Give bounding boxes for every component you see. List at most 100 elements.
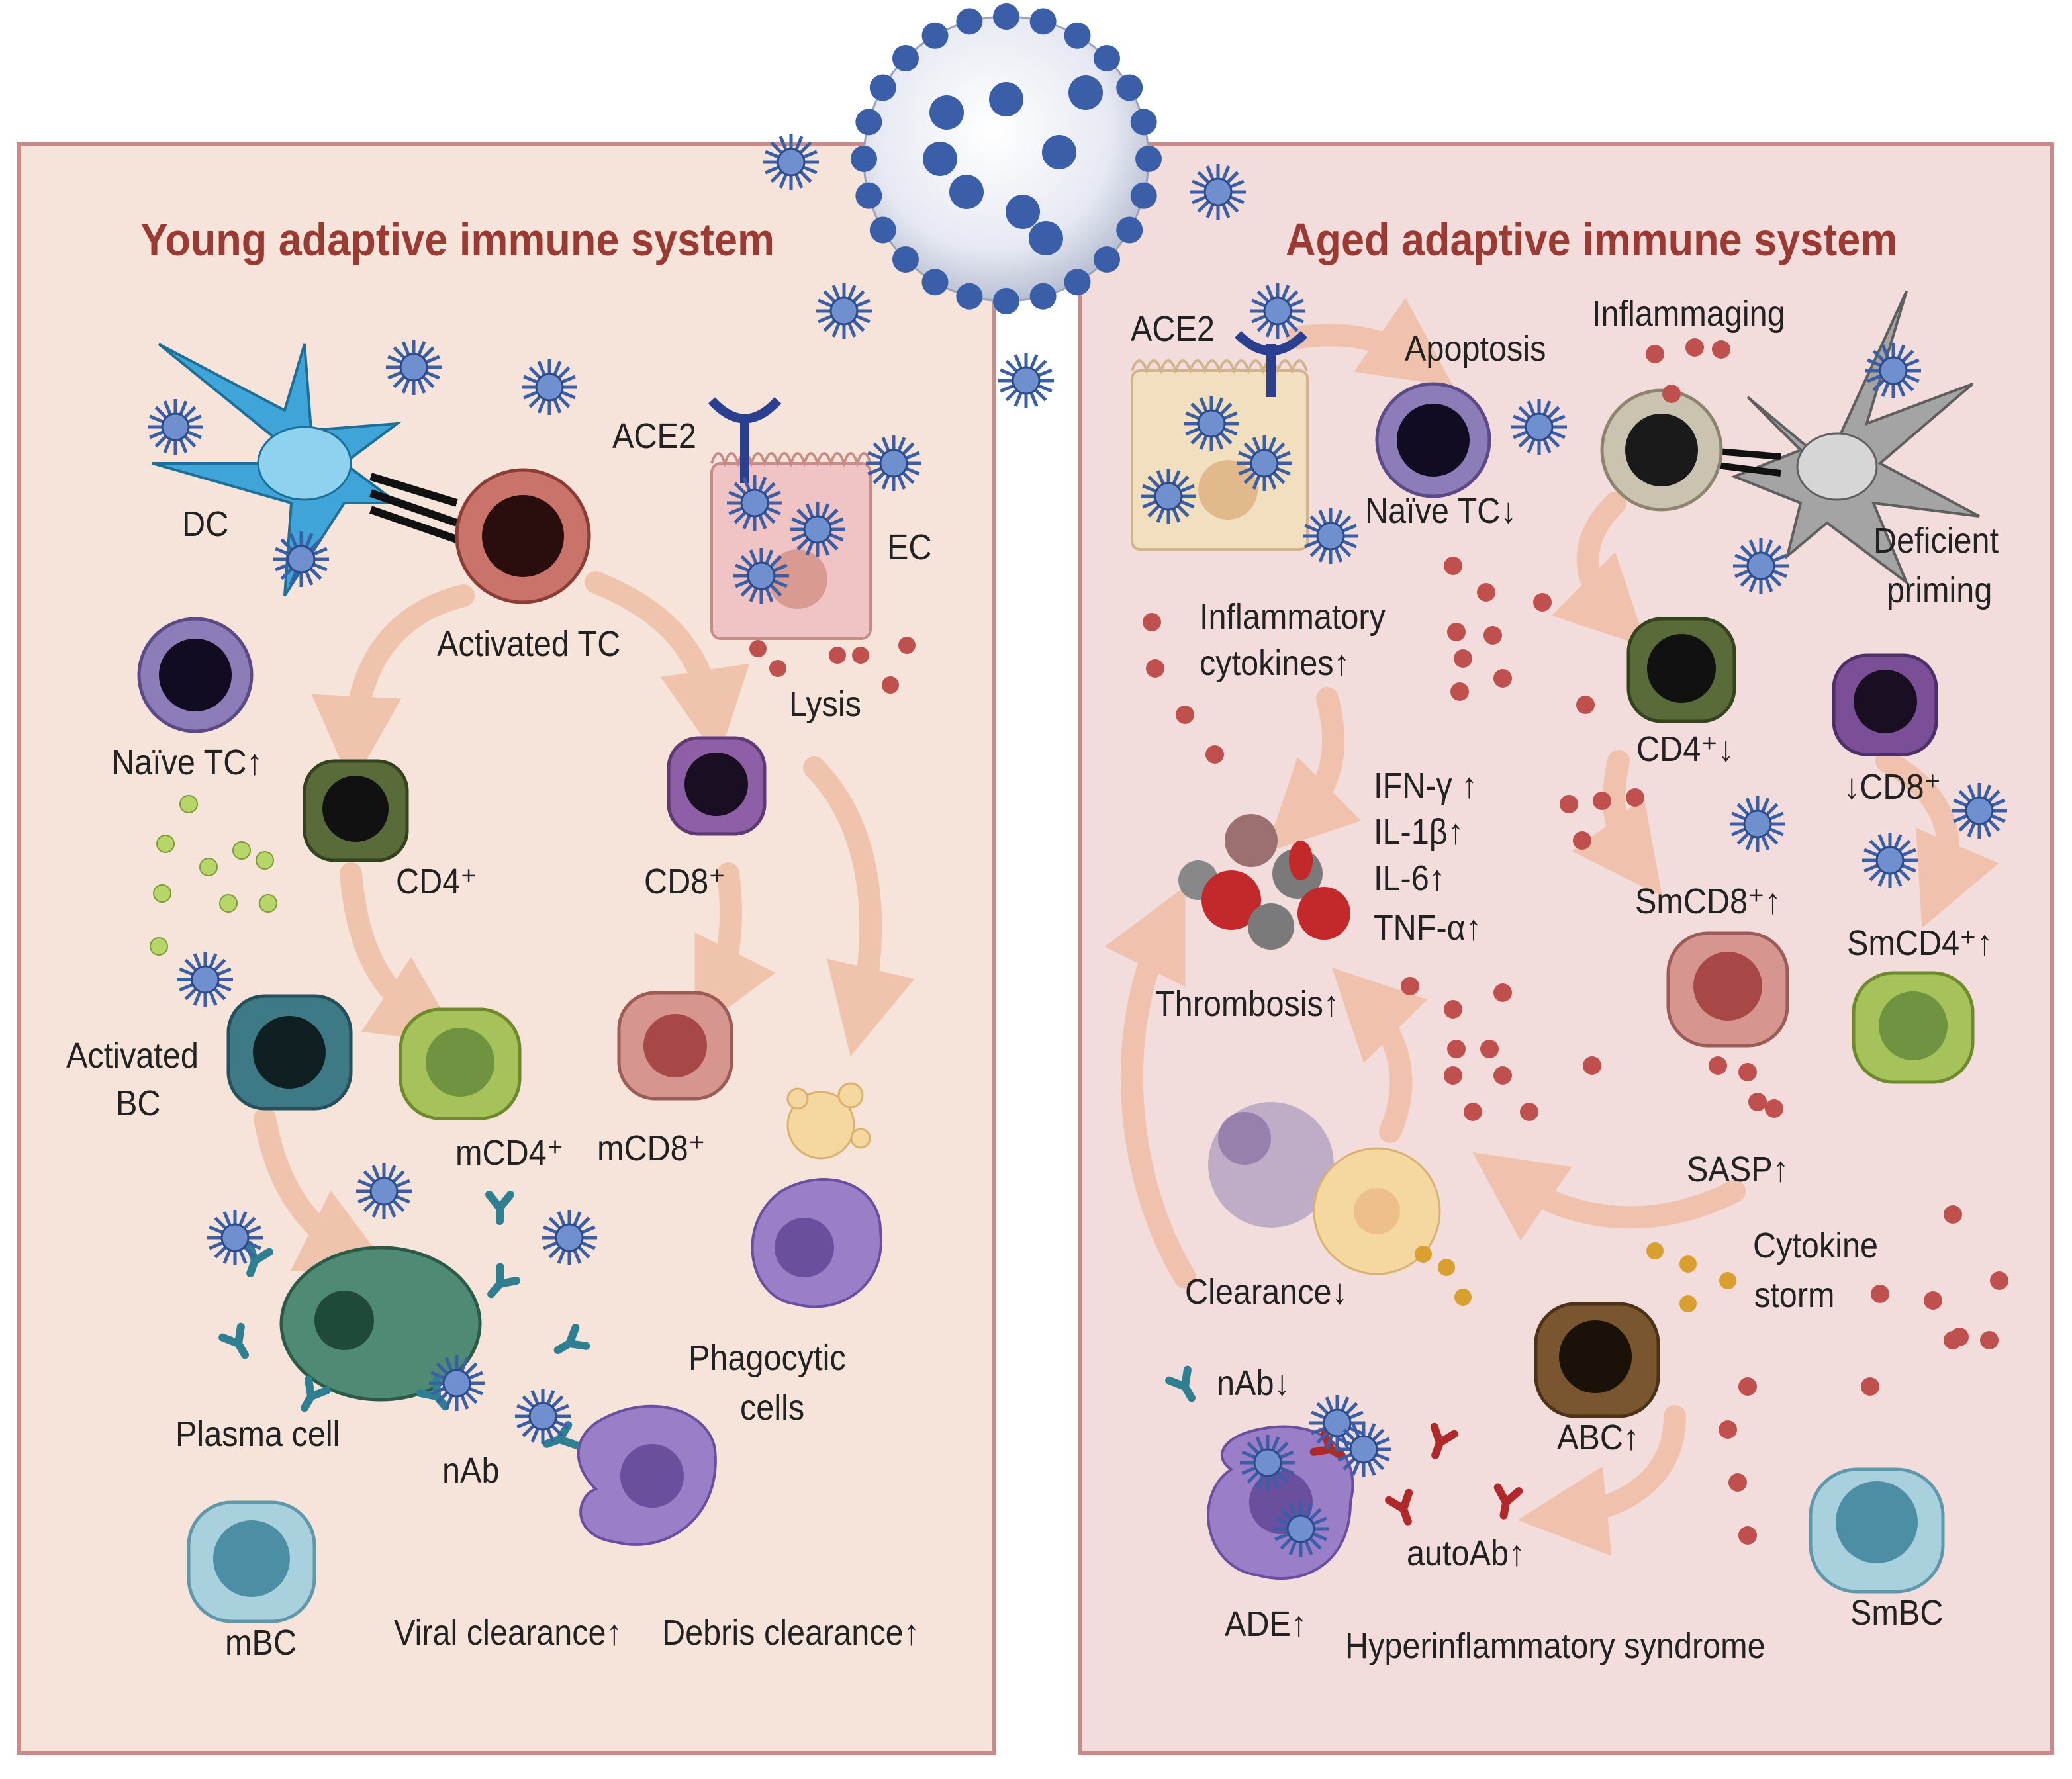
cytokine-dot (1765, 1099, 1783, 1118)
cytokine-dot (1738, 1526, 1757, 1545)
antibody-shape (218, 1322, 249, 1359)
cytokine-dot (1493, 983, 1512, 1002)
cytokine-dot (1493, 669, 1512, 688)
cytokine-storm-dot (1679, 1255, 1697, 1273)
label-hyper: Hyperinflammatory syndrome (1345, 1626, 1766, 1666)
label-nab-young: nAb (442, 1451, 500, 1490)
spike-protein (1042, 135, 1076, 169)
activated-tc-cell (455, 468, 591, 604)
arrow-sasp-to-debris (1472, 1152, 1746, 1241)
cytokine-dot (1483, 626, 1502, 645)
label-sasp: SASP↑ (1687, 1150, 1789, 1189)
aged-epithelium (1131, 359, 1309, 551)
antibody-shape (543, 1421, 580, 1449)
spike-protein (1116, 216, 1143, 244)
cytokine-dot (1205, 745, 1224, 764)
cytokine-dot (1626, 788, 1644, 807)
cytokine-dot (1738, 1063, 1757, 1081)
cytokine-dot (1444, 1066, 1462, 1085)
label-ace2-aged: ACE2 (1131, 309, 1215, 349)
label-il6: IL-6↑ (1374, 858, 1446, 898)
aged-naive-tc-cell (1375, 382, 1491, 498)
antibody-shape (487, 1263, 521, 1299)
cytokine-dot (1573, 831, 1591, 850)
virus-particle (1730, 796, 1785, 852)
arrow-ace2-to-apoptosis (1286, 298, 1454, 387)
virus-particle (429, 1355, 485, 1411)
label-smcd8: SmCD8⁺↑ (1635, 882, 1781, 921)
virus-particle (1240, 1435, 1295, 1490)
cytokine-dot (1990, 1271, 2008, 1290)
cytokine-dot (1709, 1056, 1727, 1075)
spike-protein (921, 22, 949, 49)
label-activated-tc: Activated TC (437, 624, 621, 664)
label-thrombosis: Thrombosis↑ (1155, 984, 1340, 1024)
ace2-receptor-aged (1235, 330, 1307, 397)
arrow-cd4-to-mcd4 (340, 862, 461, 1044)
label-cytokine-1: Cytokine (1753, 1226, 1879, 1265)
virus-particle (273, 531, 329, 587)
label-cytokine-2: storm (1754, 1275, 1835, 1315)
virus-particle (522, 359, 577, 415)
antibody-shape (1430, 1422, 1458, 1459)
lysis-dots (749, 637, 916, 694)
spike-protein (1094, 246, 1121, 273)
arrow-tc-to-cd8 (585, 571, 750, 760)
virus-particle (733, 548, 789, 604)
spike-protein (851, 146, 877, 172)
antibody-shape (1165, 1365, 1196, 1402)
virus-particle (866, 435, 921, 491)
label-ec: EC (887, 527, 932, 567)
virus-particle (1733, 538, 1789, 594)
virus-particle (1184, 396, 1239, 451)
spike-protein (892, 246, 919, 273)
phagocytic-cell-1 (751, 1178, 882, 1308)
cytokine-dot (1520, 1103, 1538, 1121)
cytokine-storm-dot (1679, 1295, 1697, 1312)
label-smcd4: SmCD4⁺↑ (1847, 923, 1993, 963)
spike-protein (1130, 109, 1157, 136)
coronavirus-illustration (851, 3, 1162, 314)
virus-particle (1237, 435, 1292, 491)
label-nab-aged: nAb↓ (1217, 1363, 1290, 1403)
spike-protein (869, 74, 896, 101)
label-phagocytic-1: Phagocytic (688, 1338, 846, 1378)
antibody-shape (245, 1240, 273, 1277)
antibody-shape (485, 1191, 514, 1225)
label-mcd8: mCD8⁺ (597, 1128, 706, 1168)
virus-particle (763, 134, 819, 190)
aged-dendritic-cell (1730, 291, 1980, 586)
aged-cd4-cell (1626, 617, 1736, 723)
aged-debris (1208, 1102, 1441, 1275)
spike-protein (855, 182, 882, 209)
cytokine-dot (1176, 706, 1194, 724)
spike-protein (1068, 75, 1103, 110)
label-smbc: SmBC (1850, 1593, 1944, 1633)
label-inflammaging: Inflammaging (1592, 294, 1785, 334)
cytokine-dot (1493, 1066, 1512, 1085)
phagocytic-cell-2 (577, 1404, 717, 1546)
virus-particle (356, 1163, 412, 1219)
label-inflammatory-2: cytokines↑ (1200, 643, 1350, 683)
arrow-bc-to-plasma (254, 1107, 391, 1271)
green-cytokines (150, 795, 277, 956)
cytokine-dot (1861, 1377, 1879, 1396)
inflammatory-cytokine-dots (1143, 338, 2008, 1545)
spike-protein (1094, 44, 1121, 71)
arrow-tc-to-cd4 (311, 584, 475, 786)
antibody-shape (301, 1375, 331, 1412)
cytokine-dot (1454, 649, 1472, 668)
virus-particle (816, 283, 872, 339)
label-plasma-cell: Plasma cell (175, 1414, 340, 1454)
virus-particle (1273, 1501, 1329, 1557)
label-viral-clearance: Viral clearance↑ (394, 1613, 622, 1653)
cytokine-dot (1464, 1103, 1482, 1121)
virus-particle (790, 502, 845, 557)
cytokine-dot (1924, 1291, 1942, 1310)
cytokine-dot (1738, 1377, 1757, 1396)
label-tnf: TNF-α↑ (1374, 908, 1482, 948)
aged-arrows (1104, 298, 1999, 1556)
spike-protein (1130, 182, 1157, 209)
virus-particle (542, 1210, 597, 1265)
